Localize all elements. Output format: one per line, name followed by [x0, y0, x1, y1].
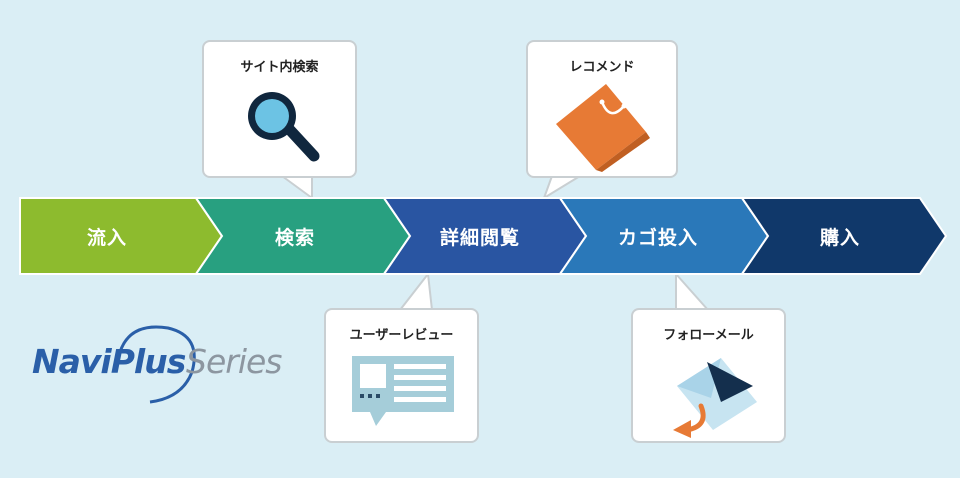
step-purchase-label: 購入 [819, 226, 860, 249]
callout-site-search-label: サイト内検索 [240, 60, 319, 75]
step-inflow-label: 流入 [86, 226, 127, 249]
step-purchase-arrow [740, 197, 948, 275]
envelope-arrow-icon [673, 358, 757, 438]
magnifier-icon [248, 92, 320, 162]
step-search-label: 検索 [274, 226, 315, 249]
logo-word-series: Series [186, 342, 282, 381]
logo-word-naviplus: NaviPlus [32, 342, 186, 381]
review-card-icon [352, 356, 454, 426]
callout-follow-mail-label: フォローメール [663, 328, 754, 343]
callout-pointers [281, 175, 709, 311]
callout-user-review-label: ユーザーレビュー [349, 328, 454, 343]
callout-site-search: サイト内検索 [202, 40, 357, 178]
flow-arrows [19, 197, 948, 275]
shopping-bag-icon [556, 84, 650, 172]
callout-user-review: ユーザーレビュー [324, 308, 479, 443]
callout-follow-mail: フォローメール [631, 308, 786, 443]
callout-recommend: レコメンド [526, 40, 678, 178]
callout-recommend-label: レコメンド [569, 60, 635, 75]
step-cart-label: カゴ投入 [617, 226, 698, 249]
step-detail-label: 詳細閲覧 [439, 226, 520, 249]
logo-swoosh-icon [118, 325, 196, 404]
naviplus-series-logo: NaviPlus Series [32, 322, 302, 404]
